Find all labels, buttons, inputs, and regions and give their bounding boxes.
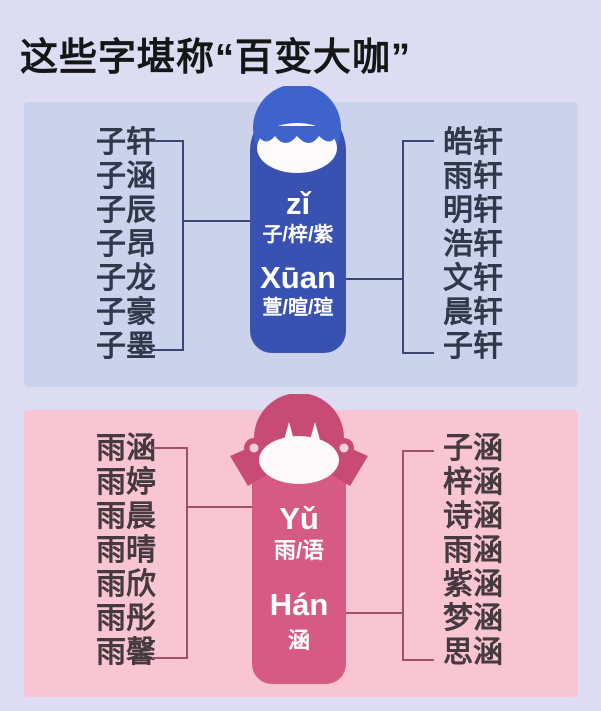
boys-left-bracket <box>152 140 184 351</box>
name-item: 子豪 <box>96 296 156 329</box>
name-item: 子轩 <box>96 126 156 159</box>
girls-right-bracket <box>402 450 434 661</box>
girls-right-connector <box>346 612 402 614</box>
name-item: 诗涵 <box>443 500 503 533</box>
name-item: 雨欣 <box>96 568 156 601</box>
name-item: 梦涵 <box>443 602 503 635</box>
boys-pinyin-top: zǐ <box>285 186 311 221</box>
boys-chars-bottom: 萱/暄/瑄 <box>262 297 334 319</box>
name-item: 晨轩 <box>443 296 503 329</box>
girls-left-bracket <box>152 447 188 659</box>
name-item: 子墨 <box>96 330 156 363</box>
name-item: 雨婷 <box>96 466 156 499</box>
girls-chars-top: 雨/语 <box>273 538 325 563</box>
name-item: 雨涵 <box>96 432 156 465</box>
name-item: 雨晨 <box>96 500 156 533</box>
name-item: 子涵 <box>443 432 503 465</box>
name-item: 雨轩 <box>443 160 503 193</box>
name-item: 子辰 <box>96 194 156 227</box>
boys-left-connector <box>184 220 252 222</box>
girls-pinyin-bottom: Hán <box>269 587 329 622</box>
boys-left-name-list: 子轩子涵子辰子昂子龙子豪子墨 <box>96 126 156 364</box>
name-item: 子涵 <box>96 160 156 193</box>
name-item: 雨彤 <box>96 602 156 635</box>
girls-left-name-list: 雨涵雨婷雨晨雨晴雨欣雨彤雨馨 <box>96 432 156 670</box>
name-item: 雨晴 <box>96 534 156 567</box>
name-item: 子昂 <box>96 228 156 261</box>
boys-pinyin-bottom: Xūan <box>260 260 336 295</box>
boys-right-bracket <box>402 140 434 354</box>
boys-name-card: zǐ 子/梓/紫 Xūan 萱/暄/瑄 <box>250 86 346 353</box>
girls-right-name-list: 子涵梓涵诗涵雨涵紫涵梦涵思涵 <box>443 432 503 670</box>
name-item: 雨涵 <box>443 534 503 567</box>
girl-avatar-icon <box>230 394 368 486</box>
girls-pinyin-top: Yǔ <box>279 501 319 536</box>
name-item: 明轩 <box>443 194 503 227</box>
boys-chars-top: 子/梓/紫 <box>262 224 334 246</box>
name-item: 雨馨 <box>96 636 156 669</box>
name-item: 文轩 <box>443 262 503 295</box>
name-item: 皓轩 <box>443 126 503 159</box>
girls-left-connector <box>188 506 254 508</box>
name-item: 浩轩 <box>443 228 503 261</box>
name-item: 思涵 <box>443 636 503 669</box>
name-item: 梓涵 <box>443 466 503 499</box>
girls-name-card: Yǔ 雨/语 Hán 涵 <box>230 394 368 684</box>
name-item: 紫涵 <box>443 568 503 601</box>
name-item: 子龙 <box>96 262 156 295</box>
page-title: 这些字堪称“百变大咖” <box>20 37 412 79</box>
name-item: 子轩 <box>443 330 503 363</box>
boys-right-name-list: 皓轩雨轩明轩浩轩文轩晨轩子轩 <box>443 126 503 364</box>
girls-chars-bottom: 涵 <box>287 628 310 653</box>
boy-avatar-icon <box>253 86 341 173</box>
boys-right-connector <box>346 278 402 280</box>
